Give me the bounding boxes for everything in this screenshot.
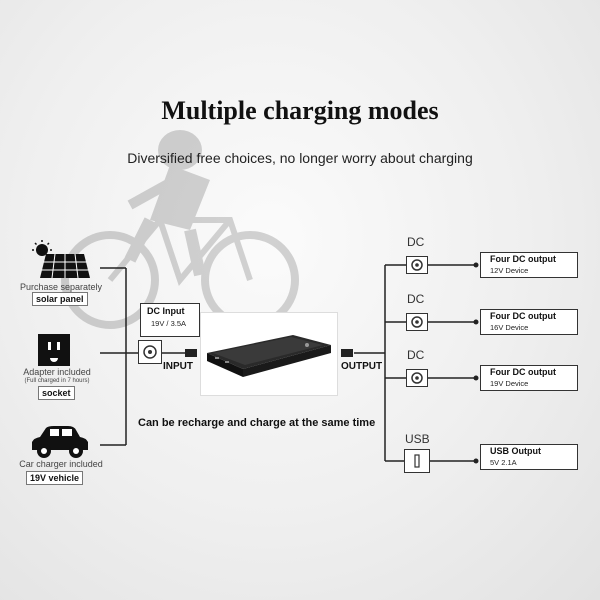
background-cyclist-image — [61, 130, 299, 329]
adapter-note: (Full charged in 7 hours) — [24, 378, 90, 384]
output-port-label-3: DC — [407, 348, 425, 362]
dc-input-port-icon — [138, 340, 162, 364]
output-title-3: Four DC output — [490, 367, 556, 377]
output-label: OUTPUT — [341, 361, 383, 372]
output-box-3: Four DC output 19V Device — [480, 365, 578, 391]
output-title-2: Four DC output — [490, 311, 556, 321]
output-box-1: Four DC output 12V Device — [480, 252, 578, 278]
recharge-note: Can be recharge and charge at the same t… — [138, 417, 376, 429]
page-title: Multiple charging modes — [161, 96, 439, 125]
solar-caption: Purchase separately — [19, 282, 103, 292]
power-bank-icon — [207, 335, 331, 377]
output-box-2: Four DC output 16V Device — [480, 309, 578, 335]
output-title-1: Four DC output — [490, 254, 556, 264]
input-label: INPUT — [163, 361, 193, 372]
page-subtitle: Diversified free choices, no longer worr… — [127, 150, 473, 166]
output-spec-2: 16V Device — [490, 323, 529, 332]
car-icon — [32, 426, 88, 458]
output-title-4: USB Output — [490, 446, 541, 456]
output-spec-4: 5V 2.1A — [490, 458, 517, 467]
dc-input-title: DC Input — [147, 306, 185, 316]
dc-port-icon — [406, 313, 428, 331]
output-port-label-4: USB — [405, 432, 430, 446]
car-caption: Car charger included — [19, 459, 103, 469]
output-box-4: USB Output 5V 2.1A — [480, 444, 578, 470]
dc-input-box: DC Input 19V / 3.5A — [140, 303, 200, 337]
dc-input-spec: 19V / 3.5A — [151, 319, 187, 328]
output-spec-3: 19V Device — [490, 379, 529, 388]
output-port-label-2: DC — [407, 292, 425, 306]
dc-port-icon — [406, 369, 428, 387]
usb-port-icon — [404, 449, 430, 473]
solar-label: solar panel — [32, 292, 88, 306]
car-label: 19V vehicle — [26, 471, 84, 485]
output-port-label-1: DC — [407, 235, 425, 249]
adapter-caption: Adapter included — [23, 367, 91, 377]
power-bank-image — [200, 312, 338, 396]
adapter-label: socket — [38, 386, 75, 400]
solar-panel-icon — [32, 240, 90, 279]
dc-port-icon — [406, 256, 428, 274]
wall-socket-icon — [38, 334, 70, 366]
output-spec-1: 12V Device — [490, 266, 529, 275]
